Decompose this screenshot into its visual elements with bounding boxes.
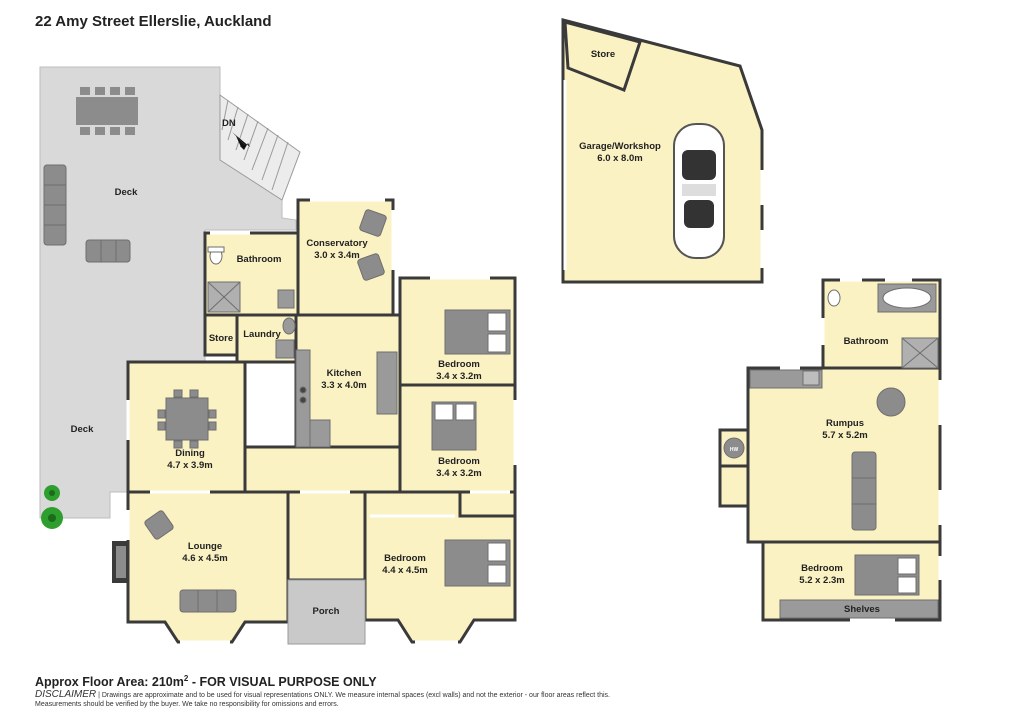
store-room [203, 313, 239, 357]
bedroom-3-room [363, 490, 517, 644]
lounge-label: Lounge [188, 541, 222, 552]
lower-windows [780, 278, 942, 622]
rumpus-room [746, 366, 942, 544]
plant-icon [41, 485, 63, 529]
bedroom-1-dim: 3.4 x 3.2m [436, 371, 481, 382]
bathroom-lower-label: Bathroom [844, 336, 889, 347]
bedroom-3-label: Bedroom [384, 553, 426, 564]
porch-label: Porch [313, 606, 340, 617]
garage-dim: 6.0 x 8.0m [597, 153, 642, 164]
bedroom-3-dim: 4.4 x 4.5m [382, 565, 427, 576]
hallway [243, 445, 402, 494]
car-icon [673, 123, 725, 259]
deck-left-label: Deck [71, 424, 94, 435]
store-small-label: Store [209, 333, 233, 344]
laundry-label: Laundry [243, 329, 281, 340]
main-house [126, 198, 517, 644]
stairs [219, 94, 301, 201]
conservatory-label: Conservatory [306, 238, 368, 249]
bedroom-lower-dim: 5.2 x 2.3m [799, 575, 844, 586]
lower-fixtures [723, 283, 939, 619]
stairs-down-label: DN [222, 118, 236, 129]
disclaimer-text-2: Measurements should be verified by the b… [35, 701, 339, 708]
floor-area-unit-sup: 2 [183, 674, 189, 683]
disclaimer-text: | Drawings are approximate and to be use… [96, 692, 610, 699]
rumpus-label: Rumpus [826, 418, 864, 429]
floor-area-label: Approx Floor Area: 210m [35, 675, 184, 690]
disclaimer: DISCLAIMER | Drawings are approximate an… [35, 690, 635, 709]
garage-building [561, 18, 764, 284]
porch-area [287, 579, 366, 645]
bedroom-lower-label: Bedroom [801, 563, 843, 574]
kitchen-dim: 3.3 x 4.0m [321, 380, 366, 391]
bathroom-main-label: Bathroom [237, 254, 282, 265]
conservatory-dim: 3.0 x 3.4m [314, 250, 359, 261]
deck-area: DN Deck Deck [39, 66, 301, 529]
garage-label: Garage/Workshop [579, 141, 661, 152]
shelves-label: Shelves [844, 604, 880, 615]
fixtures [144, 209, 511, 613]
entry-hall [286, 490, 367, 582]
bedroom-2-label: Bedroom [438, 456, 480, 467]
lounge-dim: 4.6 x 4.5m [182, 553, 227, 564]
kitchen-label: Kitchen [327, 368, 362, 379]
windows [126, 198, 517, 644]
store-garage-label: Store [591, 49, 615, 60]
outdoor-dining-table-icon [76, 87, 138, 135]
deck-top-label: Deck [115, 187, 138, 198]
floor-area-note: Approx Floor Area: 210m2 - FOR VISUAL PU… [35, 674, 377, 689]
rumpus-dim: 5.7 x 5.2m [822, 430, 867, 441]
hot-water-label: HW [730, 447, 739, 453]
disclaimer-label: DISCLAIMER [35, 689, 97, 700]
dining-label: Dining [175, 448, 205, 459]
dining-dim: 4.7 x 3.9m [167, 460, 212, 471]
floor-area-suffix: - FOR VISUAL PURPOSE ONLY [188, 675, 377, 690]
bedroom-1-label: Bedroom [438, 359, 480, 370]
outdoor-sofa-icon [43, 164, 67, 246]
lounge-room [126, 490, 290, 644]
bedroom-2-dim: 3.4 x 3.2m [436, 468, 481, 479]
page-title: 22 Amy Street Ellerslie, Auckland [35, 13, 272, 30]
outdoor-couch-icon [85, 239, 131, 263]
